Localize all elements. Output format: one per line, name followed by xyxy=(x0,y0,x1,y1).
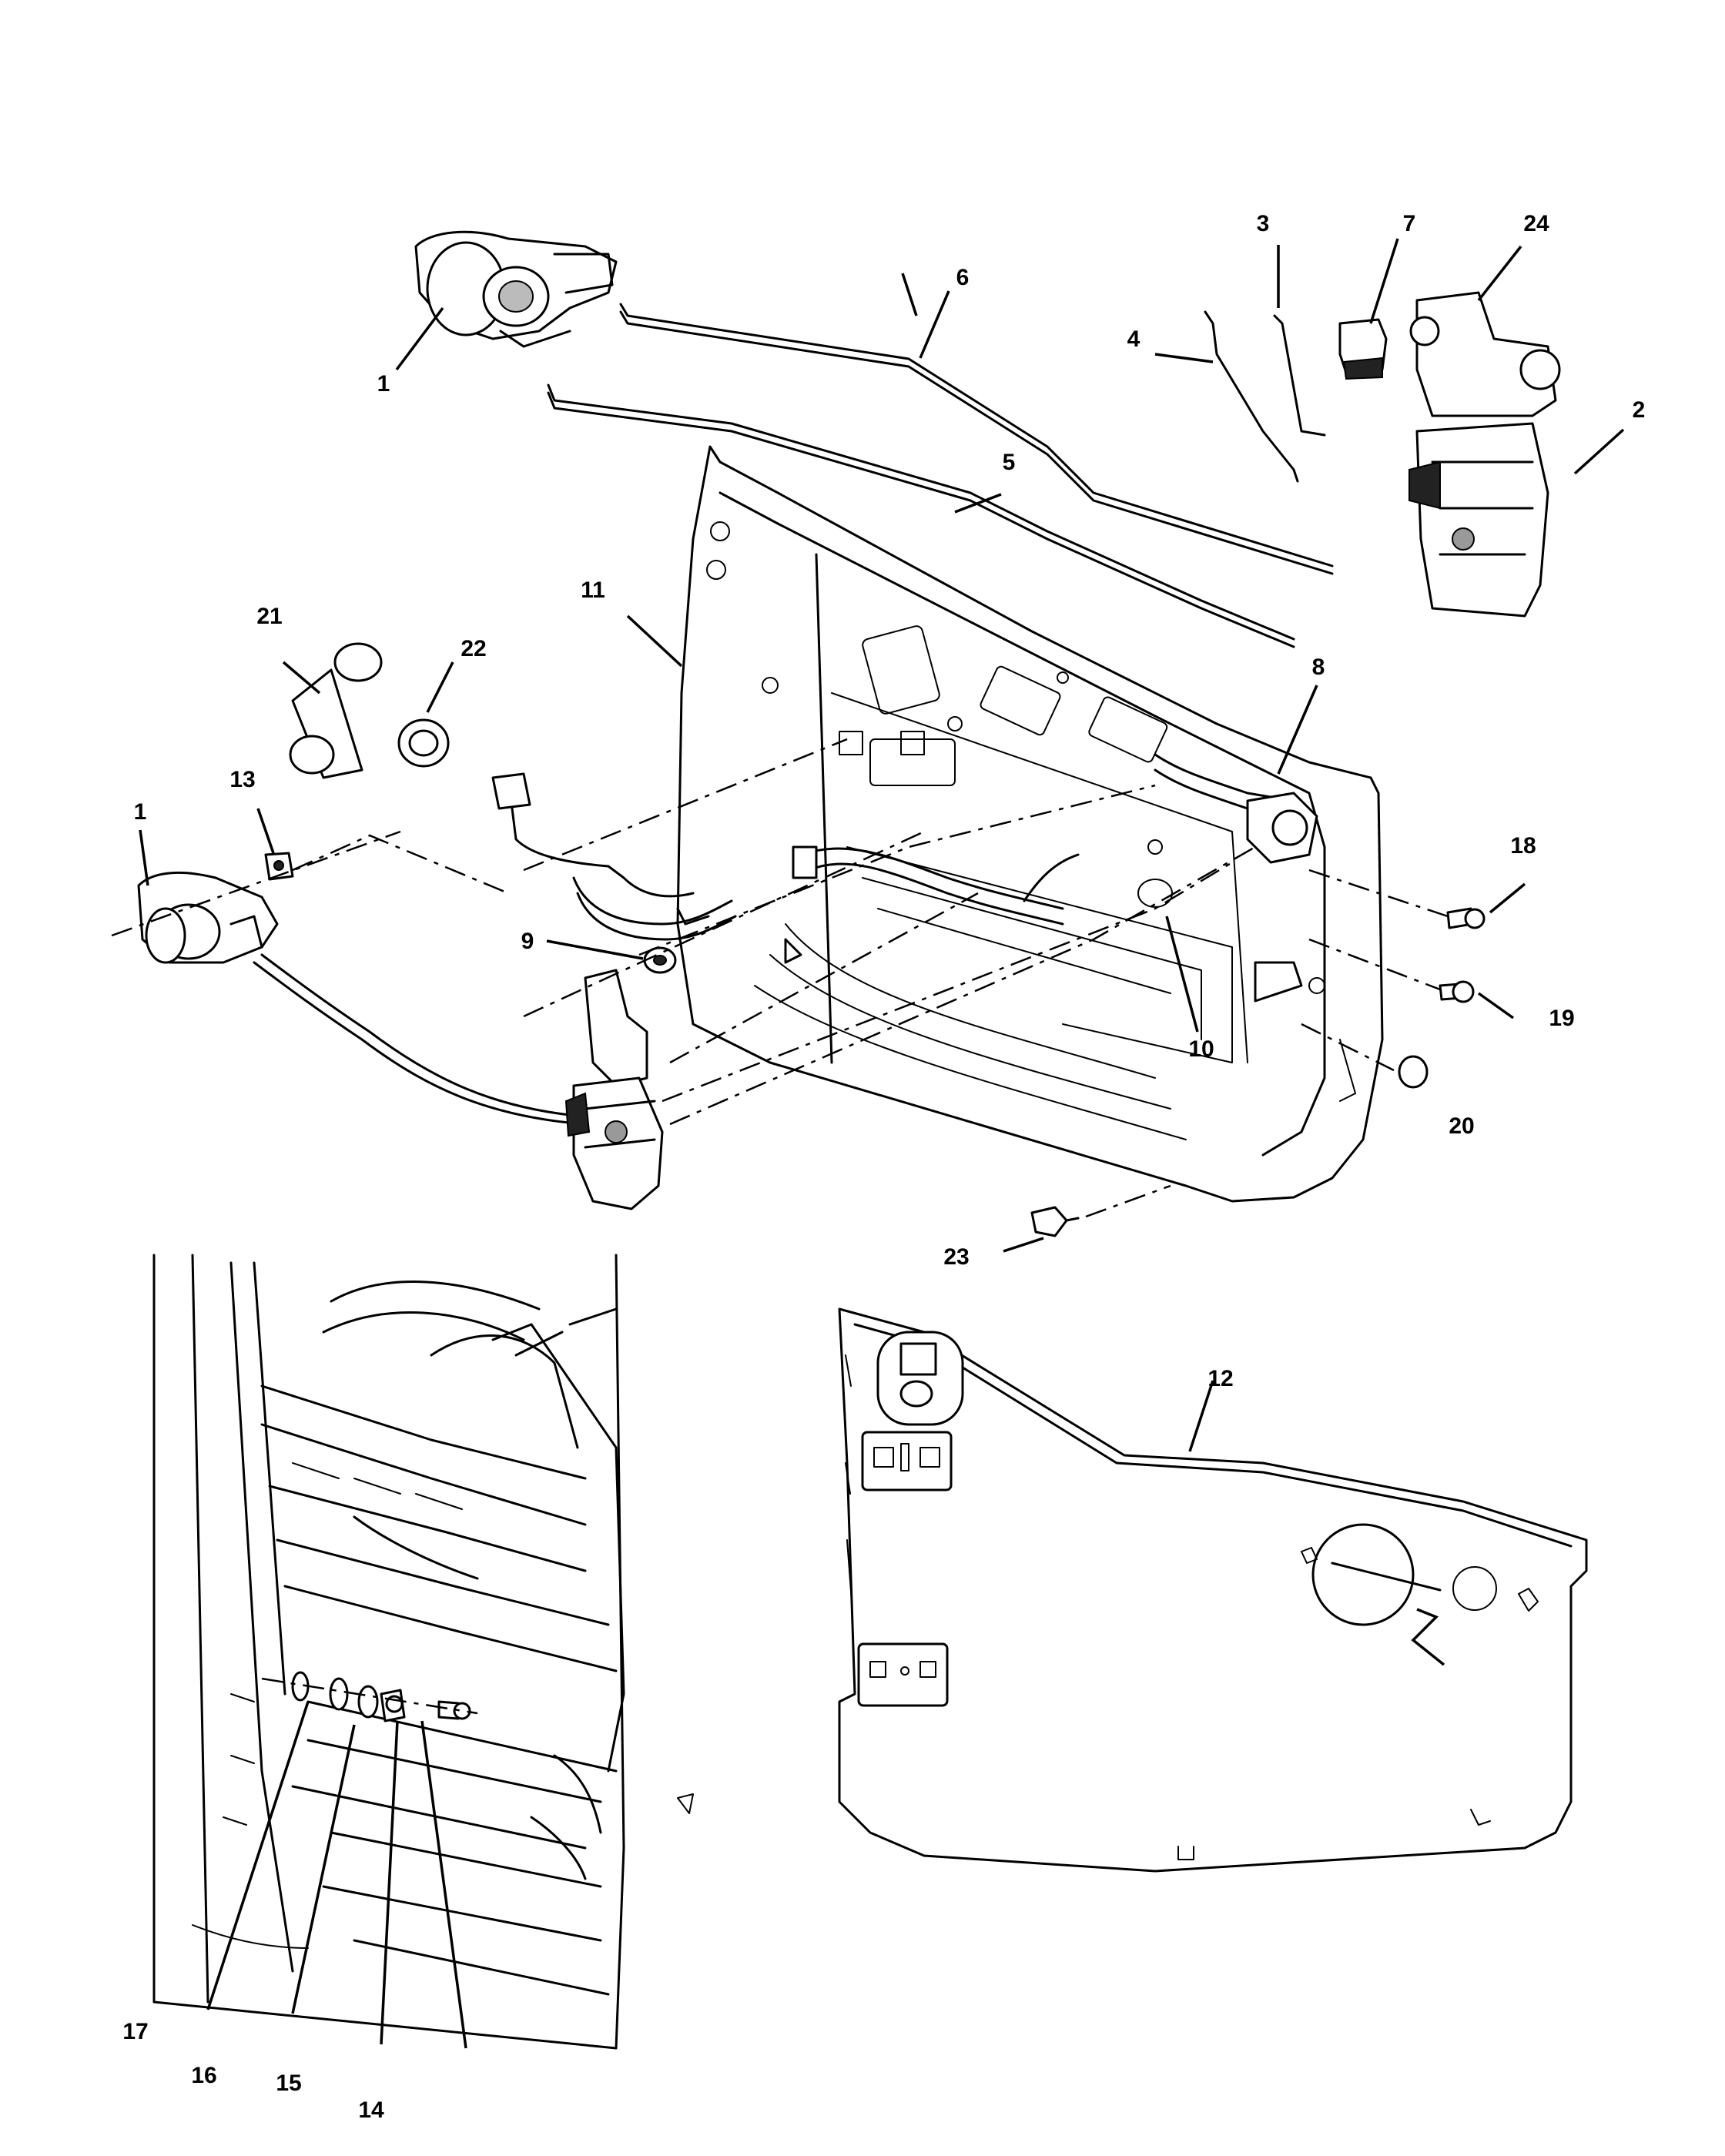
fasteners xyxy=(1030,907,1486,1237)
outside-door-handle-top xyxy=(414,230,618,348)
callout-3: 3 xyxy=(1257,211,1270,236)
connector-harness-left xyxy=(491,772,737,941)
leader-lines xyxy=(139,238,1625,2049)
callout-5: 5 xyxy=(1003,450,1016,475)
callout-16: 16 xyxy=(191,2063,216,2088)
callout-6: 6 xyxy=(956,265,970,290)
callout-12: 12 xyxy=(1208,1366,1233,1391)
grommet xyxy=(397,718,450,768)
callout-1-left: 1 xyxy=(134,799,147,825)
callout-19: 19 xyxy=(1549,1006,1574,1031)
callout-1-top: 1 xyxy=(377,371,390,397)
door-trim-panel xyxy=(838,1307,1588,1873)
bushing xyxy=(643,946,677,974)
interior-inset-view xyxy=(152,1254,694,2050)
callout-9: 9 xyxy=(521,929,534,954)
callout-11: 11 xyxy=(581,578,605,603)
callout-24: 24 xyxy=(1523,211,1549,236)
callout-7: 7 xyxy=(1403,211,1416,236)
callout-2: 2 xyxy=(1633,397,1646,423)
lock-cylinder xyxy=(289,642,383,779)
door-inner-panel xyxy=(676,445,1384,1203)
callout-17: 17 xyxy=(122,2019,148,2044)
small-rods xyxy=(1204,310,1326,483)
callout-10: 10 xyxy=(1188,1036,1214,1062)
latch-assembly-top-right xyxy=(1408,291,1561,618)
linkage-rods xyxy=(547,303,1334,648)
callout-4: 4 xyxy=(1127,326,1141,352)
lock-actuator xyxy=(1246,792,1318,864)
callout-23: 23 xyxy=(943,1244,969,1270)
outside-door-handle-left xyxy=(137,872,587,1126)
callout-14: 14 xyxy=(358,2097,384,2123)
callout-13: 13 xyxy=(229,767,255,792)
callout-22: 22 xyxy=(461,636,486,661)
callout-8: 8 xyxy=(1312,654,1325,680)
wiring-harness xyxy=(784,753,1295,964)
latch-assembly-lower xyxy=(564,969,664,1210)
alignment-lines xyxy=(111,738,1449,1218)
callout-18: 18 xyxy=(1510,833,1536,859)
callout-20: 20 xyxy=(1449,1113,1474,1139)
callout-labels: 1 6 5 4 3 7 24 2 11 21 22 8 13 1 18 9 19… xyxy=(122,211,1645,2123)
callout-15: 15 xyxy=(276,2071,301,2096)
callout-21: 21 xyxy=(256,604,282,629)
rod-clip xyxy=(1338,318,1388,380)
